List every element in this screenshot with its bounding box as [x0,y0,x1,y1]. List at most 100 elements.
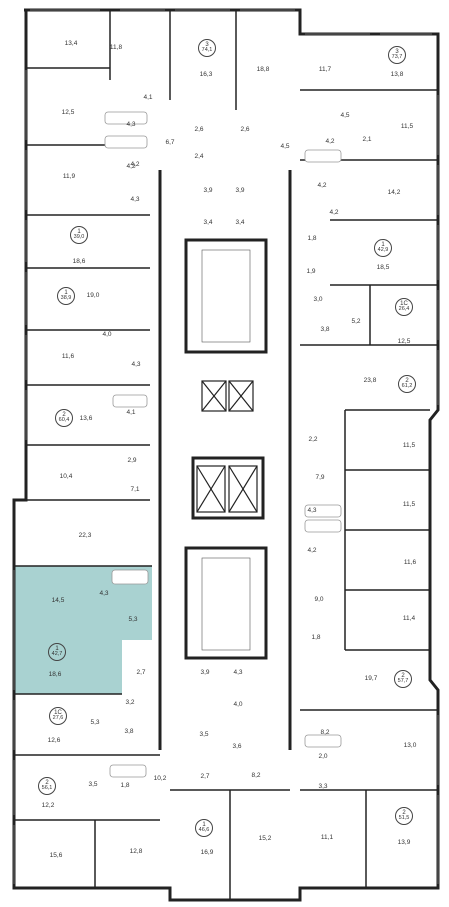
room-area-label: 3,8 [320,325,330,333]
room-area-label: 2,2 [308,435,318,443]
room-area-label: 5,2 [351,317,361,325]
room-area-label: 3,5 [199,730,209,738]
room-area-label: 22,3 [78,531,92,539]
room-area-label: 16,9 [200,848,214,856]
selected-apartment-area[interactable] [14,566,152,694]
room-area-label: 3,8 [124,727,134,735]
room-area-label: 3,9 [200,668,210,676]
room-area-label: 14,2 [387,188,401,196]
room-area-label: 9,0 [314,595,324,603]
room-area-label: 2,7 [136,668,146,676]
room-area-label: 6,7 [165,138,175,146]
room-area-label: 19,7 [364,674,378,682]
room-area-label: 7,9 [315,473,325,481]
room-area-label: 13,4 [64,39,78,47]
room-area-label: 11,8 [109,43,123,51]
room-area-label: 13,9 [397,838,411,846]
room-area-label: 11,6 [61,352,75,360]
room-area-label: 11,9 [62,172,76,180]
room-area-label: 15,2 [258,834,272,842]
room-area-label: 3,0 [313,295,323,303]
room-area-label: 3,6 [232,742,242,750]
room-area-label: 11,4 [402,614,416,622]
room-area-label: 7,1 [130,485,140,493]
room-area-label: 3,9 [203,186,213,194]
room-area-label: 1,8 [311,633,321,641]
room-area-label: 4,2 [325,137,335,145]
room-area-label: 18,5 [376,263,390,271]
stairs-upper [201,249,251,343]
room-area-label: 4,2 [307,546,317,554]
room-area-label: 19,0 [86,291,100,299]
elevators-lower [196,465,258,513]
room-area-label: 2,6 [240,125,250,133]
windows [13,9,439,884]
room-area-label: 2,4 [194,152,204,160]
room-area-label: 3,4 [203,218,213,226]
bathroom-fixtures [104,111,342,778]
room-area-label: 4,2 [317,181,327,189]
central-core [158,170,292,750]
room-area-label: 5,3 [128,615,138,623]
room-area-label: 4,3 [126,120,136,128]
room-area-label: 12,5 [61,108,75,116]
room-area-label: 4,2 [329,208,339,216]
room-area-label: 3,2 [125,698,135,706]
room-area-label: 4,3 [307,506,317,514]
room-area-label: 4,1 [143,93,153,101]
room-area-label: 16,3 [199,70,213,78]
room-area-label: 4,0 [102,330,112,338]
room-area-label: 2,1 [362,135,372,143]
room-area-label: 4,3 [233,668,243,676]
room-area-label: 4,3 [99,589,109,597]
room-area-label: 3,5 [88,780,98,788]
room-area-label: 3,9 [235,186,245,194]
room-area-label: 13,0 [403,741,417,749]
room-area-label: 4,1 [126,408,136,416]
room-area-label: 3,4 [235,218,245,226]
room-area-label: 2,7 [200,772,210,780]
room-area-label: 18,6 [72,257,86,265]
room-area-label: 1,8 [120,781,130,789]
room-area-label: 11,7 [318,65,332,73]
room-area-label: 12,5 [397,337,411,345]
room-area-label: 12,6 [47,736,61,744]
room-area-label: 11,5 [402,441,416,449]
room-area-label: 13,6 [79,414,93,422]
room-area-label: 11,5 [402,500,416,508]
room-area-label: 11,1 [320,833,334,841]
partitions [14,10,438,900]
room-area-label: 5,3 [90,718,100,726]
room-area-label: 2,6 [194,125,204,133]
room-area-label: 4,5 [280,142,290,150]
room-area-label: 4,3 [130,195,140,203]
room-area-label: 15,6 [49,851,63,859]
room-area-label: 14,5 [51,596,65,604]
room-area-label: 2,0 [318,752,328,760]
room-area-label: 4,5 [340,111,350,119]
room-area-label: 13,8 [390,70,404,78]
room-area-label: 23,8 [363,376,377,384]
room-area-label: 12,8 [129,847,143,855]
room-area-label: 8,2 [251,771,261,779]
room-area-label: 4,0 [233,700,243,708]
room-area-label: 4,2 [126,162,136,170]
room-area-label: 10,4 [59,472,73,480]
elevators-upper [201,380,254,412]
outer-walls [12,8,440,902]
